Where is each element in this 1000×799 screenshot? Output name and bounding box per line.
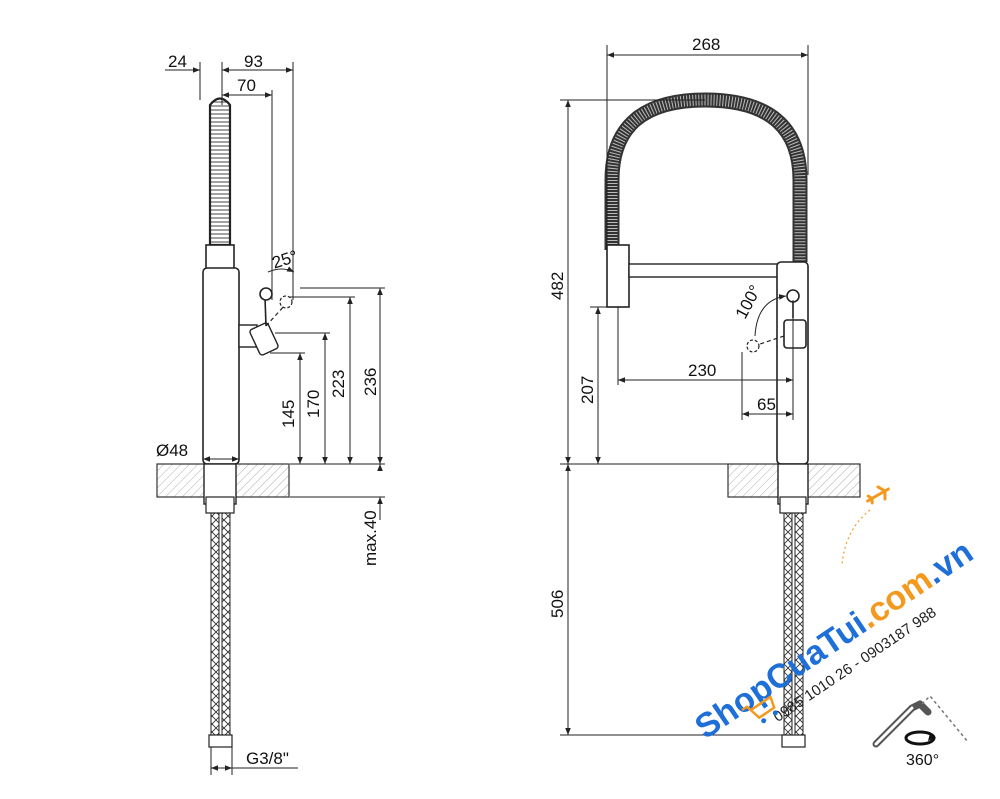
dim-230: 230 bbox=[688, 361, 716, 380]
front-arm bbox=[628, 263, 780, 278]
side-hose-right bbox=[221, 512, 231, 736]
dim-70: 70 bbox=[237, 76, 256, 95]
front-spout-head bbox=[606, 244, 630, 308]
dim-65: 65 bbox=[757, 395, 776, 414]
side-body bbox=[202, 267, 240, 465]
dim-24: 24 bbox=[168, 52, 187, 71]
dim-482: 482 bbox=[548, 272, 567, 300]
watermark-brand: ShopCuaTui.com.vn bbox=[688, 533, 980, 747]
side-lever-ball bbox=[259, 287, 273, 301]
side-lever bbox=[264, 297, 267, 327]
cart-icon bbox=[741, 694, 778, 724]
front-spring-arch bbox=[604, 92, 808, 262]
dim-max40: max.40 bbox=[361, 510, 380, 566]
front-handle-knob bbox=[783, 319, 807, 349]
dim-145: 145 bbox=[279, 400, 298, 428]
rotation-label: 360° bbox=[906, 752, 939, 769]
dim-207: 207 bbox=[578, 376, 597, 404]
rotation-360-icon: 360° bbox=[872, 694, 969, 769]
front-view: 100° 268 482 207 230 65 506 bbox=[548, 35, 861, 748]
plane-icon bbox=[866, 485, 890, 505]
dim-170: 170 bbox=[304, 390, 323, 418]
side-spring-spout bbox=[208, 97, 232, 247]
dim-g38: G3/8" bbox=[246, 749, 289, 768]
dim-93: 93 bbox=[244, 52, 263, 71]
angle-25: 25° bbox=[270, 247, 300, 273]
dim-d48: Ø48 bbox=[156, 441, 188, 460]
side-hose-left bbox=[210, 512, 220, 736]
angle-100: 100° bbox=[732, 282, 765, 322]
dim-268: 268 bbox=[692, 35, 720, 54]
side-handle-knob bbox=[249, 322, 279, 356]
dim-506: 506 bbox=[548, 590, 567, 618]
side-view: 24 93 70 25° 145 170 223 236 max.40 Ø48 … bbox=[156, 52, 385, 775]
shop-watermark: ShopCuaTui.com.vn 0985 1010 26 - 0903187… bbox=[688, 533, 980, 747]
dim-236: 236 bbox=[361, 368, 380, 396]
dim-223: 223 bbox=[329, 370, 348, 398]
